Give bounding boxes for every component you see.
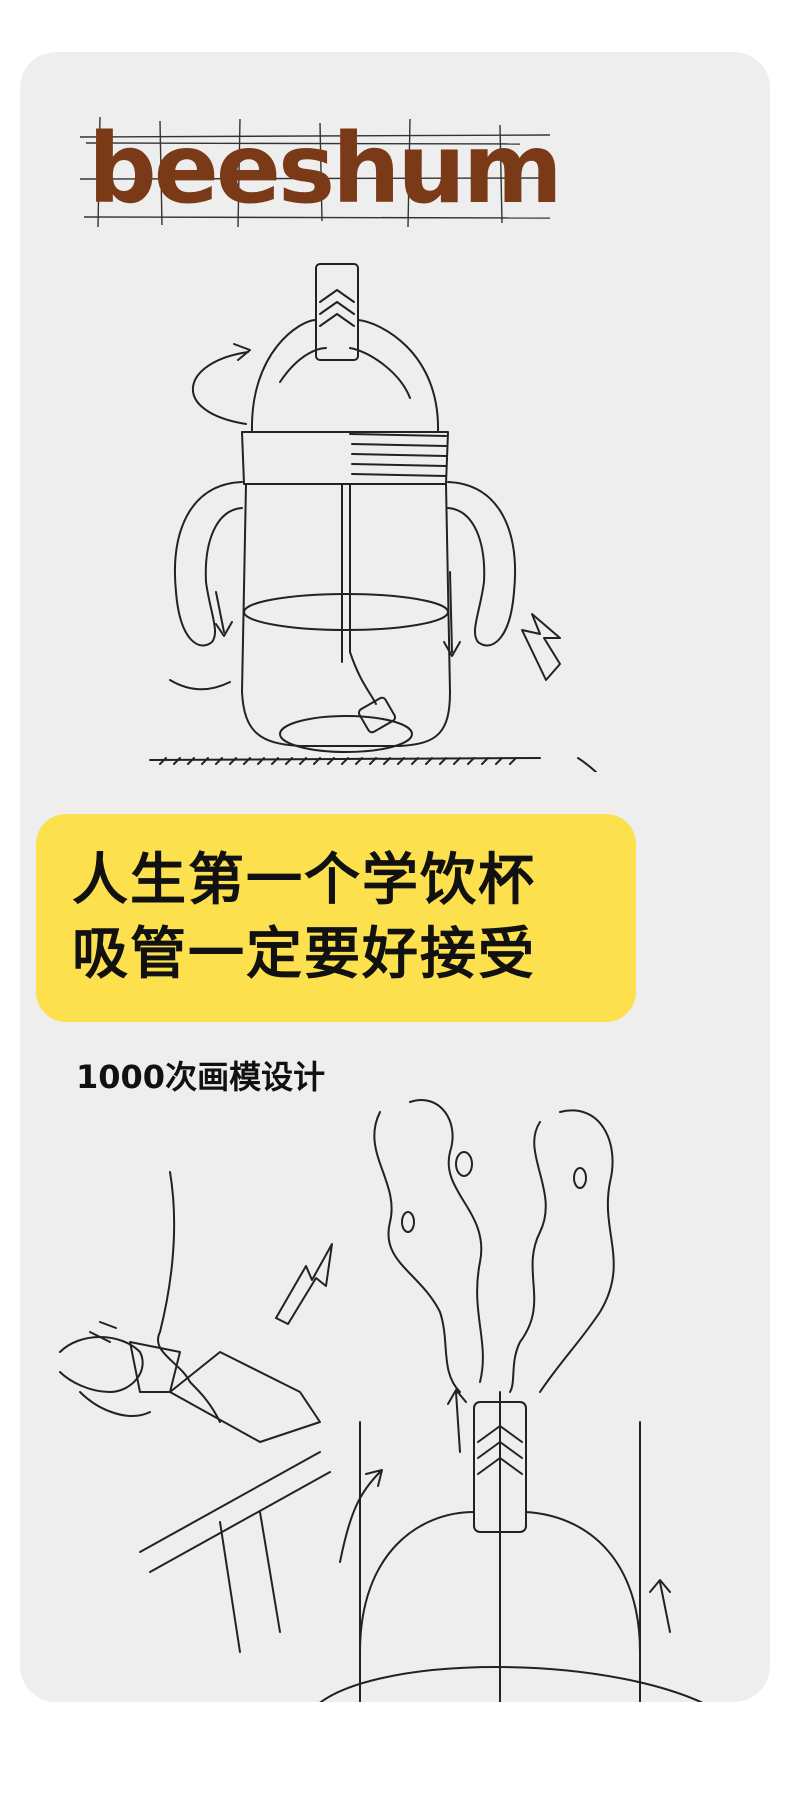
headline-banner: 人生第一个学饮杯 吸管一定要好接受 xyxy=(36,814,636,1022)
sippy-cup-sketch xyxy=(149,263,598,772)
subtitle: 1000次画模设计 xyxy=(76,1058,326,1096)
logo-guide-lines xyxy=(80,117,550,227)
poster-card: beeshum xyxy=(20,52,770,1702)
headline-line-2: 吸管一定要好接受 xyxy=(72,922,536,987)
headline-line-1: 人生第一个学饮杯 xyxy=(72,848,536,913)
straw-detail-sketch xyxy=(59,1099,703,1702)
brand-logo: beeshum xyxy=(80,117,563,227)
brand-wordmark: beeshum xyxy=(88,113,563,225)
